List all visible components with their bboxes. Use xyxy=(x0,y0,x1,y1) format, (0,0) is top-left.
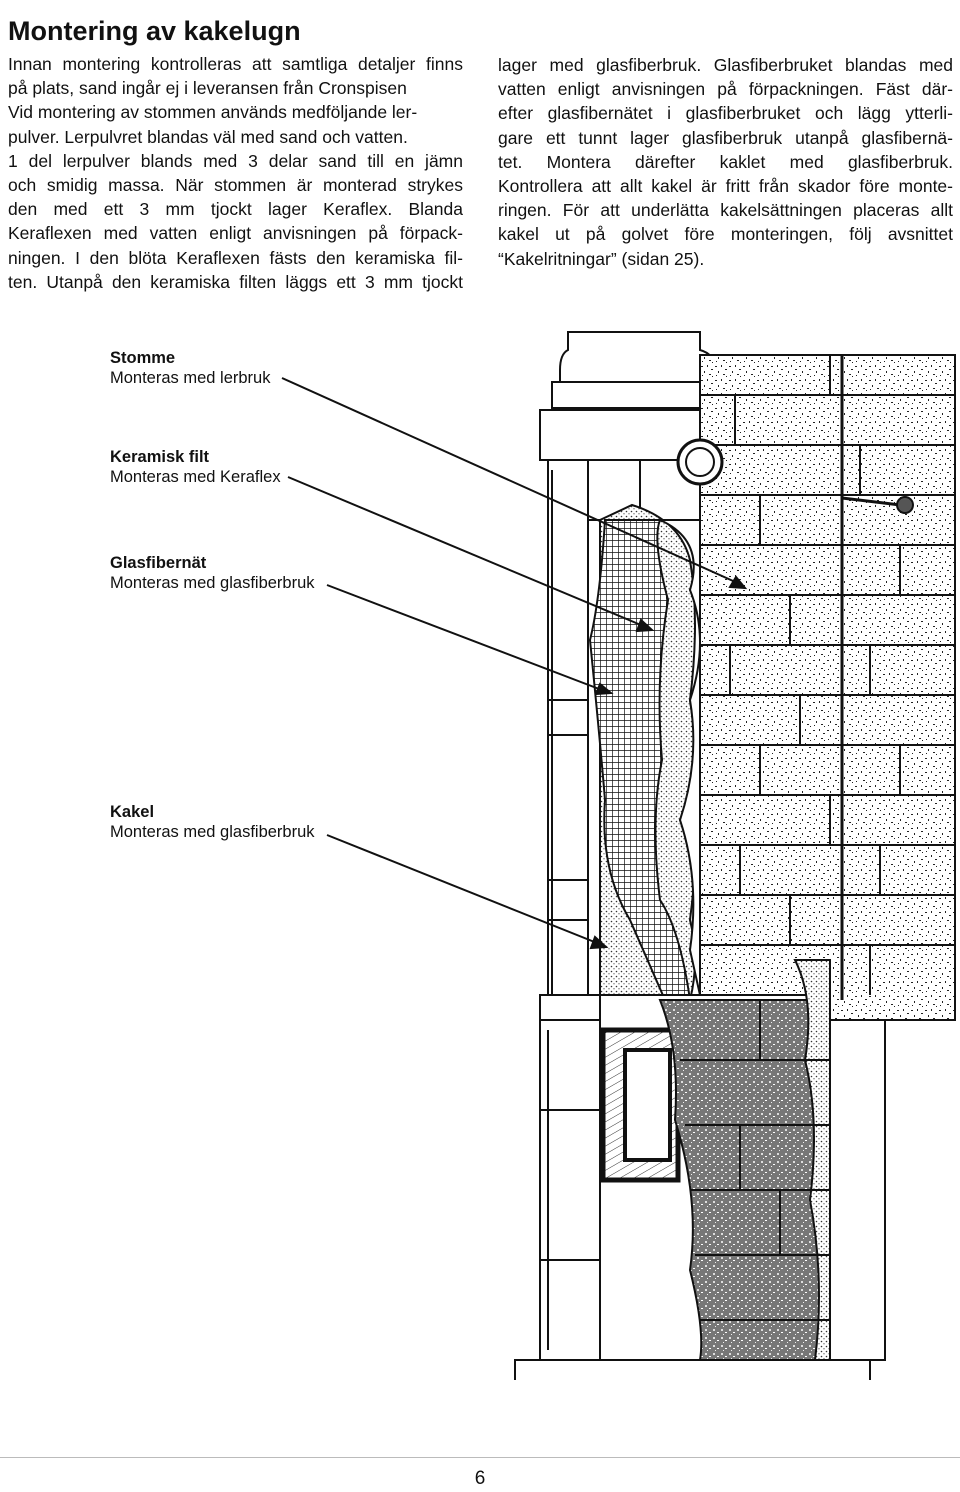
label-kakel: Kakel Monteras med glasfiberbruk xyxy=(110,802,315,842)
text-line: Innan montering kontrolleras att samtlig… xyxy=(8,54,463,74)
text-line: Keraflexen med vatten enligt anvisningen… xyxy=(8,223,463,244)
label-stomme: Stomme Monteras med lerbruk xyxy=(110,348,270,388)
text-line: ringen. För att underlätta kakelsättning… xyxy=(498,200,953,221)
label-subtext: Monteras med Keraflex xyxy=(110,468,281,486)
firebox xyxy=(599,959,831,1361)
page-title: Montering av kakelugn xyxy=(8,16,301,46)
leader-lines xyxy=(281,377,748,950)
text-line: Kontrollera att allt kakel är fritt från… xyxy=(498,176,953,197)
label-keramisk-filt: Keramisk filt Monteras med Keraflex xyxy=(110,447,281,487)
label-glasfibernat: Glasfibernät Monteras med glasfiberbruk xyxy=(110,553,315,593)
arrow-kakel xyxy=(326,834,603,946)
text-line: Vid montering av stommen används medfölj… xyxy=(8,102,418,123)
label-subtext: Monteras med glasfiberbruk xyxy=(110,823,315,841)
left-text-column: Innan montering kontrolleras att samtlig… xyxy=(8,52,463,294)
text-line: tet. Montera därefter kaklet med glasfib… xyxy=(498,151,953,172)
text-line: ten. Utanpå den keramiska filten läggs e… xyxy=(8,271,463,292)
stomme-bricks xyxy=(699,354,956,1021)
text-line: ningen. I den blöta Keraflexen fästs den… xyxy=(8,247,463,268)
arrow-keramisk-filt xyxy=(287,476,649,629)
text-line: och smidig massa. När stommen är montera… xyxy=(8,175,463,196)
label-heading: Kakel xyxy=(110,803,155,821)
text-line: 1 del lerpulver blands med 3 delar sand … xyxy=(8,150,463,171)
text-line: efter glasfibernätet i glasfiberbruket o… xyxy=(498,103,953,124)
label-subtext: Monteras med glasfiberbruk xyxy=(110,574,315,592)
page-number: 6 xyxy=(474,1468,486,1489)
label-subtext: Monteras med lerbruk xyxy=(110,369,271,387)
text-line: pulver. Lerpulvret blandas väl med sand … xyxy=(8,126,408,147)
glasfibernat-layer xyxy=(588,519,692,1001)
arrow-stomme xyxy=(281,377,743,586)
text-line: på plats, sand ingår ej i leveransen frå… xyxy=(8,78,407,99)
arrow-glasfibernat xyxy=(326,584,608,693)
text-line: den med ett 3 mm tjockt lager Keraflex. … xyxy=(8,199,463,220)
right-text-column: lager med glasfiberbruk. Glasfiberbruket… xyxy=(498,53,953,271)
text-line: vatten enligt anvisningen på förpackning… xyxy=(498,79,953,100)
tile-stove-illustration xyxy=(281,331,956,1380)
kakel-layer xyxy=(659,519,701,996)
label-heading: Glasfibernät xyxy=(110,554,207,572)
label-heading: Keramisk filt xyxy=(110,448,210,466)
label-heading: Stomme xyxy=(110,349,176,367)
text-line: “Kakelritningar” (sidan 25). xyxy=(498,248,705,269)
footer-divider xyxy=(0,1457,960,1458)
text-line: kakel ut på golvet före monteringen, föl… xyxy=(498,224,953,245)
text-line: gare ett tunnt lager glasfiberbruk utanp… xyxy=(498,127,953,148)
text-line: lager med glasfiberbruk. Glasfiberbruket… xyxy=(498,55,953,75)
